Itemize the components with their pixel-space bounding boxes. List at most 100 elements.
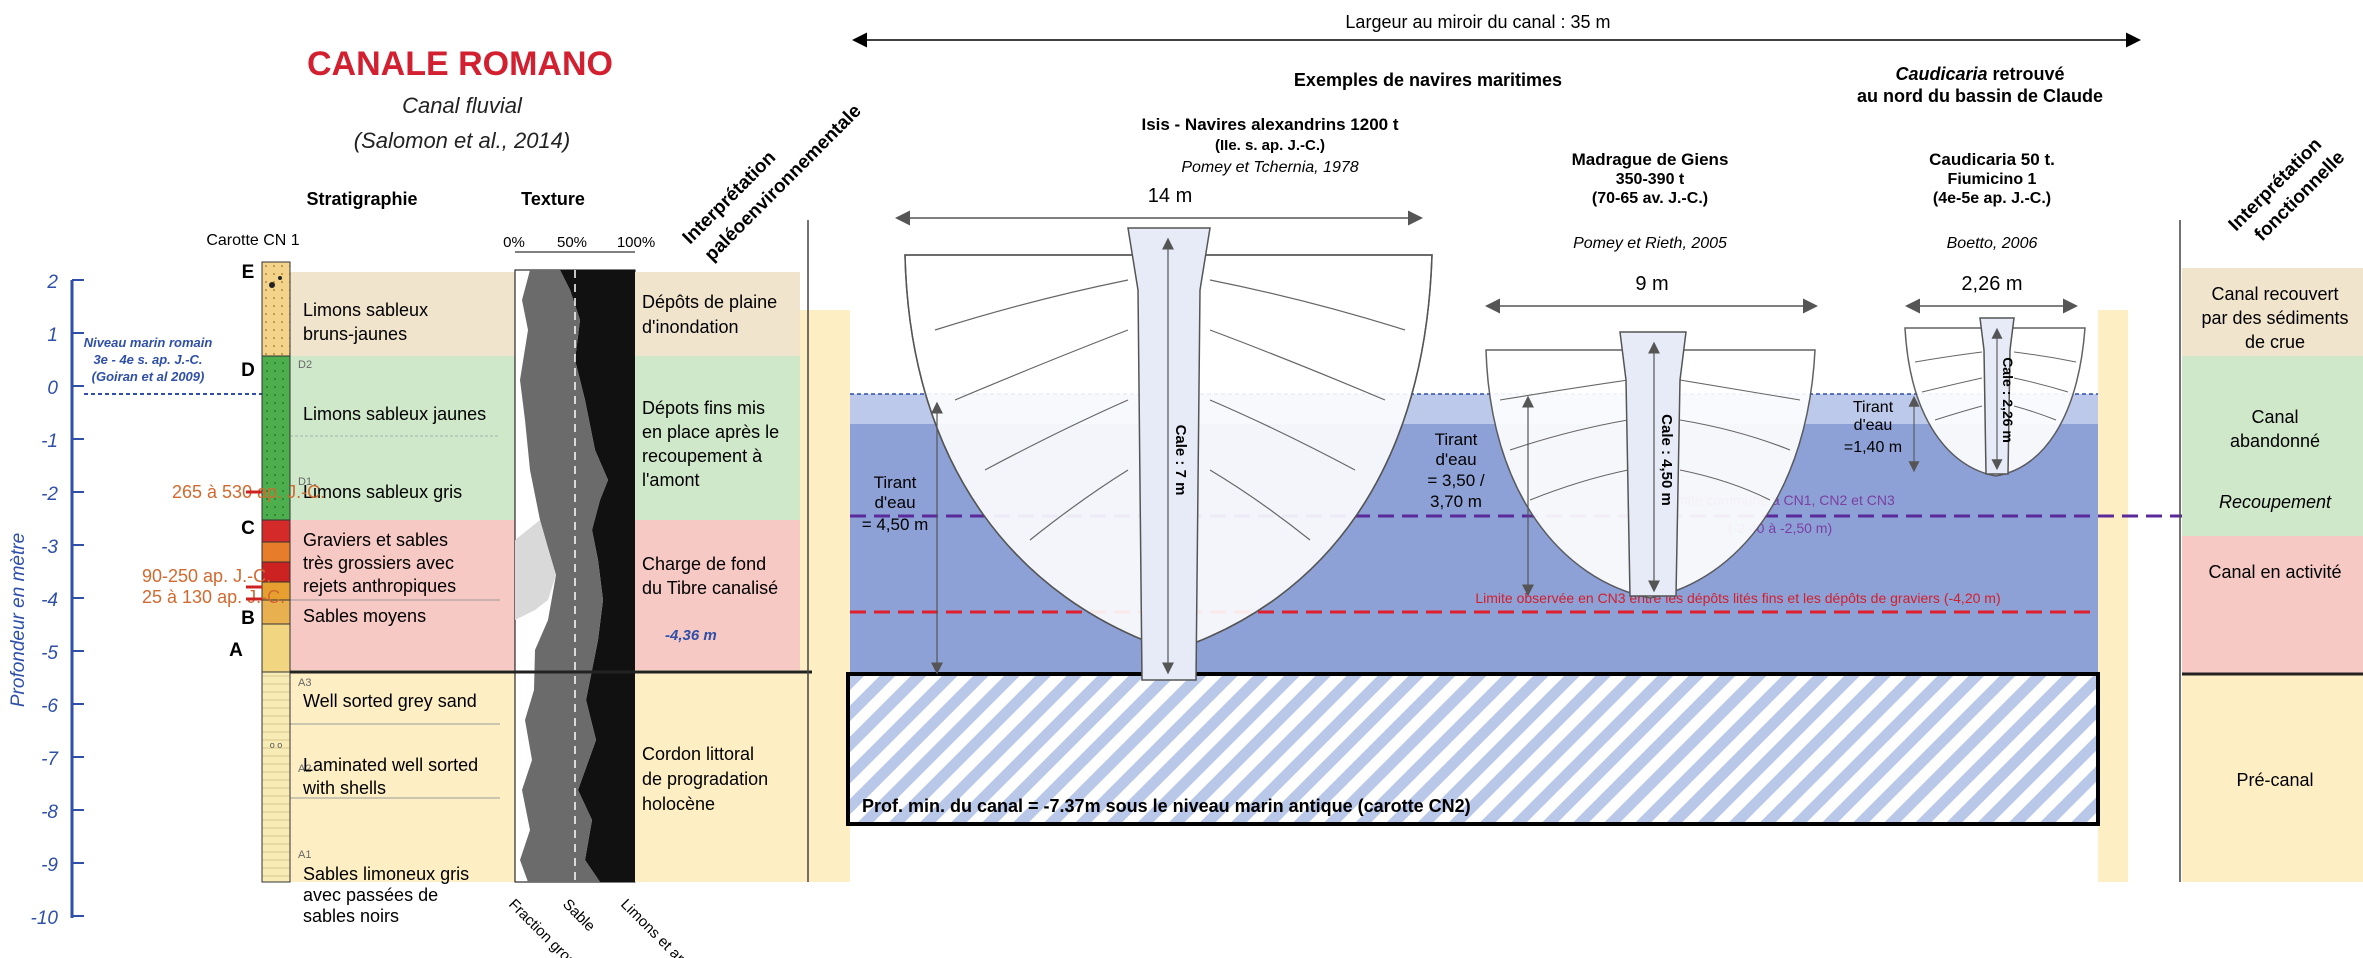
ship-name: Caudicaria 50 t.: [1929, 150, 2055, 169]
unit-letter: C: [241, 518, 255, 539]
layer-label: sables noirs: [303, 906, 399, 926]
svg-text:o o: o o: [270, 740, 283, 750]
unit-letter: E: [242, 262, 255, 283]
layer-label: Limons sableux: [303, 300, 428, 320]
title-block: CANALE ROMANO Canal fluvial (Salomon et …: [307, 45, 613, 153]
ship-cale: Cale : 4,50 m: [1658, 414, 1675, 506]
unit-letter: B: [241, 608, 255, 629]
layer-label: bruns-jaunes: [303, 324, 407, 344]
ship-tirant: d'eau: [1854, 417, 1893, 434]
layer-label: rejets anthropiques: [303, 576, 456, 596]
paleo-item: du Tibre canalisé: [642, 578, 778, 598]
layer-label: avec passées de: [303, 885, 438, 905]
paleo-item: Dépots fins mis: [642, 398, 765, 418]
depth-tick: -3: [41, 537, 58, 558]
functional-panel: Interprétation fonctionnelle Canal recou…: [2179, 134, 2363, 882]
layer-label: Laminated well sorted: [303, 755, 478, 775]
texture-bottom-label: Limons et argiles: [617, 896, 709, 958]
paleo-item: Cordon littoral: [642, 744, 754, 764]
unit-letter: D: [241, 360, 255, 381]
title-subtitle: Canal fluvial: [402, 93, 523, 118]
ship-ref: Pomey et Rieth, 2005: [1573, 235, 1727, 252]
examples-header: Exemples de navires maritimes: [1294, 70, 1562, 90]
core-column: o o: [261, 261, 291, 883]
ship-period: (4e-5e ap. J.-C.): [1933, 190, 2051, 207]
niveau-marin-period: 3e - 4e s. ap. J.-C.: [93, 352, 202, 367]
strat-layer-labels: Limons sableux bruns-jaunes Limons sable…: [302, 300, 486, 926]
functional-item: abandonné: [2230, 431, 2320, 451]
depth-axis: 2 1 0 -1 -2 -3 -4 -5 -6 -7 -8 -9 -10 Pro…: [8, 272, 262, 929]
depth-tick: -9: [41, 855, 58, 876]
ship-isis: Isis - Navires alexandrins 1200 t (IIe. …: [862, 115, 1433, 681]
paleo-item: d'inondation: [642, 317, 739, 337]
dates: 265 à 530 ap. J.-C. 90-250 ap. J.-C. 25 …: [142, 482, 325, 607]
paleo-item: l'amont: [642, 470, 699, 490]
title-reference: (Salomon et al., 2014): [354, 128, 570, 153]
layer-label: très grossiers avec: [303, 553, 454, 573]
ship-tirant: =1,40 m: [1844, 439, 1902, 456]
unit-letter: A: [229, 640, 243, 661]
layer-label: Sables moyens: [303, 606, 426, 626]
depth-tick: 0: [47, 378, 58, 399]
texture-pct: 0%: [503, 234, 525, 251]
ship-tirant: Tirant: [874, 473, 917, 492]
ship-width: 14 m: [1148, 185, 1192, 207]
limite-cn3-label: Limite observée en CN3 entre les dépôts …: [1475, 590, 2000, 606]
texture-header: Texture: [521, 189, 585, 209]
subunit-label: D1: [298, 476, 312, 488]
depth-tick: -2: [41, 484, 58, 505]
depth-tick: 2: [46, 272, 58, 293]
ship-location: Fiumicino 1: [1948, 171, 2037, 188]
strat-header: Stratigraphie: [306, 189, 417, 209]
depth-tick: -1: [41, 431, 58, 452]
ship-cale: Cale : 7 m: [1172, 425, 1189, 496]
ship-tirant: Tirant: [1853, 399, 1894, 416]
paleo-header: paléoenvironnementale: [701, 101, 866, 266]
subunit-label: A2: [298, 763, 311, 775]
functional-item: Recoupement: [2219, 492, 2332, 512]
texture-coarse-area: [515, 520, 556, 620]
ship-tirant: = 4,50 m: [862, 515, 929, 534]
depth-tick: -8: [41, 802, 58, 823]
ship-caudicaria: Caudicaria 50 t. Fiumicino 1 (4e-5e ap. …: [1844, 150, 2086, 477]
ship-width: 2,26 m: [1961, 273, 2022, 295]
texture-sand-area: [520, 270, 608, 882]
ship-ref: Boetto, 2006: [1947, 235, 2038, 252]
layer-label: Graviers et sables: [303, 530, 448, 550]
ship-tirant: Tirant: [1435, 430, 1478, 449]
caudicaria-subheader: au nord du bassin de Claude: [1857, 86, 2103, 106]
depth-tick: 1: [47, 325, 58, 346]
functional-item: Canal recouvert: [2211, 284, 2338, 304]
ship-name: Isis - Navires alexandrins 1200 t: [1141, 115, 1398, 134]
texture-bottom-label: Sable: [559, 896, 598, 935]
ship-tonnage: 350-390 t: [1616, 171, 1685, 188]
texture-pct: 50%: [557, 234, 587, 251]
layer-label: Limons sableux gris: [303, 482, 462, 502]
caudicaria-header: Caudicaria retrouvé: [1895, 64, 2064, 84]
functional-item: Canal en activité: [2208, 562, 2341, 582]
ship-cale: Cale : 2,26 m: [2000, 357, 2016, 443]
ship-tirant: d'eau: [1435, 450, 1476, 469]
layer-label: Well sorted grey sand: [303, 691, 477, 711]
page-title: CANALE ROMANO: [307, 45, 613, 83]
carotte-label: Carotte CN 1: [206, 232, 299, 249]
subunit-label: D2: [298, 359, 312, 371]
functional-item: par des sédiments: [2201, 308, 2348, 328]
paleo-item: Charge de fond: [642, 554, 766, 574]
ship-period: (70-65 av. J.-C.): [1592, 190, 1708, 207]
canal-width-label: Largeur au miroir du canal : 35 m: [1345, 12, 1610, 32]
subunit-label: A3: [298, 677, 311, 689]
ship-ref: Pomey et Tchernia, 1978: [1181, 159, 1358, 176]
unit-letters: E D C B A D2 D1 A3 A2 A1: [229, 262, 312, 861]
ship-period: (IIe. s. ap. J.-C.): [1215, 137, 1325, 154]
depth-tick: -4: [41, 590, 58, 611]
functional-item: Canal: [2251, 407, 2298, 427]
paleo-depth-mark: -4,36 m: [665, 627, 717, 644]
depth-tick: -5: [41, 643, 58, 664]
niveau-marin-label: Niveau marin romain: [84, 335, 213, 350]
paleo-item: de progradation: [642, 769, 768, 789]
layer-label: Limons sableux jaunes: [303, 404, 486, 424]
functional-item: Pré-canal: [2236, 770, 2313, 790]
prof-min-label: Prof. min. du canal = -7.37m sous le niv…: [862, 796, 1471, 816]
